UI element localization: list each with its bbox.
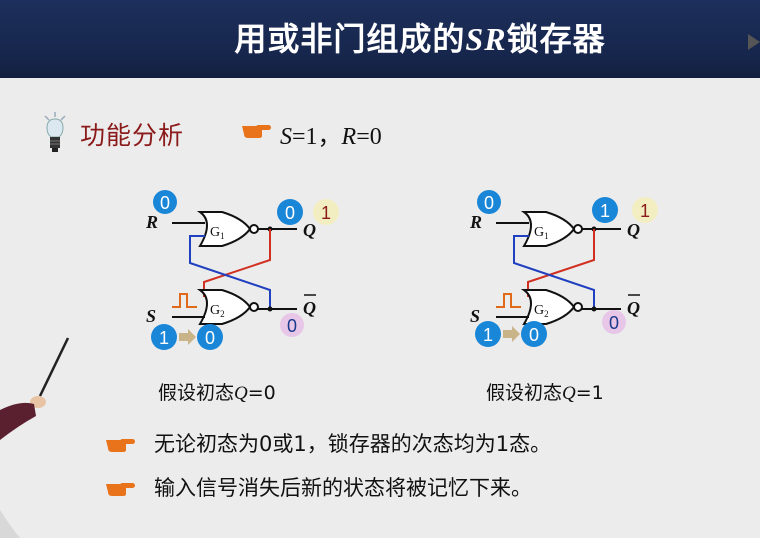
caption-right: 假设初态Q=1 [486, 378, 604, 405]
diagram-right [495, 211, 622, 325]
s-label: S [146, 306, 156, 326]
q-value-circle [277, 199, 303, 225]
slide-title: 用或非门组成的SR锁存器 [140, 14, 700, 60]
r-value-circle [153, 190, 177, 214]
latch-diagrams: 0 R G1 0 1 Q G2 Q 0 S 1 0 0 R G1 1 1 Q G… [145, 190, 658, 350]
g2-label: G2 [534, 303, 549, 319]
r-value: 0 [484, 193, 494, 213]
condition-r-value: =0 [356, 124, 382, 150]
diagram-left [171, 211, 298, 325]
q-next-circle [632, 197, 658, 223]
pointing-hand-icon [106, 439, 135, 452]
diagram-left-labels: 0 R G1 0 1 Q G2 Q 0 S 1 0 [145, 190, 339, 350]
transition-arrow-icon [503, 326, 520, 342]
lightbulb-icon [44, 112, 66, 152]
title-suffix: 锁存器 [506, 20, 606, 58]
transition-arrow-icon [179, 329, 196, 345]
caption-left-suffix: =0 [247, 382, 276, 404]
g2-label: G2 [210, 303, 225, 319]
header-bar: 用或非门组成的SR锁存器 [0, 0, 760, 78]
title-sr: SR [465, 21, 507, 57]
qbar-value: 0 [609, 313, 619, 333]
q-label: Q [627, 220, 640, 240]
qbar-label: Q [303, 298, 316, 318]
r-label: R [145, 212, 158, 232]
caption-right-q: Q [562, 383, 576, 404]
caption-left-prefix: 假设初态 [158, 382, 235, 404]
r-value: 0 [160, 193, 170, 213]
q-label: Q [303, 220, 316, 240]
condition-s-label: S [280, 124, 292, 150]
presenter-illustration [0, 337, 70, 538]
caption-left-q: Q [234, 383, 248, 404]
section-title: 功能分析 [80, 121, 185, 150]
q-next-value: 1 [321, 203, 331, 223]
play-arrow-icon[interactable] [748, 34, 760, 50]
pointing-hand-icon [242, 125, 271, 138]
caption-right-suffix: =1 [575, 382, 604, 404]
s-to-circle [197, 324, 223, 350]
qbar-value-circle [280, 313, 304, 337]
r-value-circle [477, 190, 501, 214]
s-from-circle [475, 321, 501, 347]
qbar-label: Q [627, 298, 640, 318]
bullet-text: 输入信号消失后新的状态将被记忆下来。 [154, 476, 532, 500]
q-value: 0 [285, 203, 295, 223]
g1-label: G1 [534, 225, 549, 241]
q-next-circle [313, 199, 339, 225]
bullet-text: 无论初态为0或1，锁存器的次态均为1态。 [154, 432, 552, 456]
input-condition: S=1，R=0 [280, 116, 382, 151]
g1-label: G1 [210, 225, 225, 241]
s-from-value: 1 [483, 325, 493, 345]
condition-r-label: R [341, 124, 357, 150]
s-label: S [470, 306, 480, 326]
qbar-value-circle [602, 310, 626, 334]
condition-s-value: =1， [292, 124, 342, 150]
s-to-circle [521, 321, 547, 347]
q-value-circle [592, 197, 618, 223]
q-next-value: 1 [640, 201, 650, 221]
title-prefix: 用或非门组成的 [234, 20, 466, 58]
s-from-value: 1 [159, 328, 169, 348]
caption-left: 假设初态Q=0 [158, 378, 276, 405]
s-to-value: 0 [205, 328, 215, 348]
diagram-right-labels: 0 R G1 1 1 Q G2 Q 0 S 1 0 [469, 190, 658, 347]
qbar-value: 0 [287, 316, 297, 336]
caption-right-prefix: 假设初态 [486, 382, 563, 404]
q-value: 1 [600, 201, 610, 221]
s-to-value: 0 [529, 325, 539, 345]
s-from-circle [151, 324, 177, 350]
r-label: R [469, 212, 482, 232]
pointing-hand-icon [106, 483, 135, 496]
header-background [0, 0, 760, 78]
